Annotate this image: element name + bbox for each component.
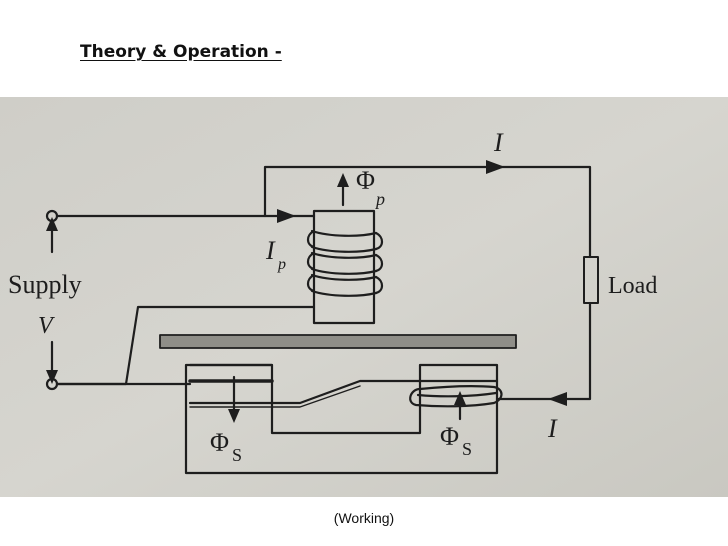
slide-title: Theory & Operation - (80, 42, 282, 62)
top-wire-to-load (263, 165, 592, 259)
voltage-label: V (38, 313, 55, 339)
secondary-coil (409, 385, 503, 408)
secondary-magnet (184, 363, 499, 475)
disc (159, 334, 517, 349)
load-label: Load (608, 273, 657, 299)
caption: (Working) (333, 510, 395, 526)
primary-current-arrowhead (277, 209, 296, 223)
relay-diagram: Supply V Load I I I p Φ p Φ S Φ S (0, 97, 728, 497)
supply-label: Supply (8, 270, 82, 299)
primary-flux-subscript: p (374, 189, 385, 209)
primary-core (312, 209, 376, 325)
secondary-flux-left-symbol: Φ (210, 428, 229, 457)
primary-flux-symbol: Φ (356, 166, 375, 195)
secondary-flux-right-subscript: S (462, 439, 472, 459)
current-label-bottom: I (547, 414, 558, 443)
current-arrowhead-top (486, 160, 505, 174)
primary-current-subscript: p (277, 256, 286, 273)
diagram-photo: Supply V Load I I I p Φ p Φ S Φ S (0, 97, 728, 497)
primary-current-label: I (265, 236, 276, 265)
shading-wire (188, 379, 422, 405)
current-arrowhead-bottom (548, 392, 567, 406)
current-label-top: I (493, 128, 504, 157)
primary-coil (306, 229, 384, 297)
photo-background (0, 97, 728, 497)
secondary-flux-left-subscript: S (232, 445, 242, 465)
load-return-wire (495, 301, 592, 401)
secondary-flux-right-symbol: Φ (440, 422, 459, 451)
